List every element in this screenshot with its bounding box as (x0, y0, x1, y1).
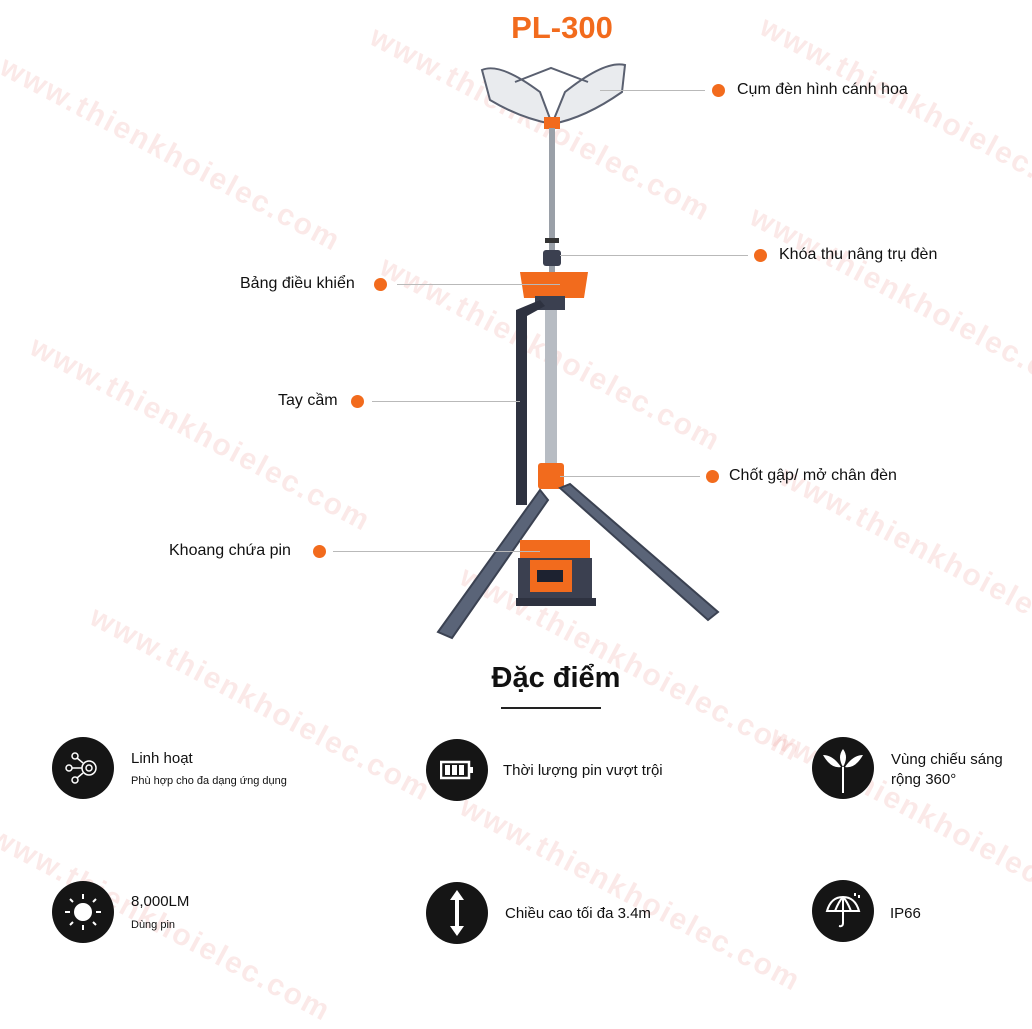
callout-dot (706, 470, 719, 483)
umbrella-rain-icon (812, 880, 874, 942)
feature-title: Linh hoạt (131, 750, 193, 767)
callout-petal-lamp: Cụm đèn hình cánh hoa (737, 81, 908, 98)
network-icon (52, 737, 114, 799)
feature-title: Thời lượng pin vượt trội (503, 762, 663, 779)
height-arrow-icon (426, 882, 488, 944)
callout-battery-bay: Khoang chứa pin (169, 542, 291, 559)
flower-lamp-icon (812, 737, 874, 799)
sun-icon (52, 881, 114, 943)
callout-dot (374, 278, 387, 291)
callout-control-panel: Bảng điều khiển (240, 275, 355, 292)
callout-handle: Tay cầm (278, 392, 338, 409)
heading-underline (501, 707, 601, 709)
watermark: www.thienkhoielec.com (454, 790, 807, 998)
feature-subtitle: Dùng pin (131, 919, 176, 931)
feature-title: 8,000LM (131, 893, 190, 910)
battery-icon (426, 739, 488, 801)
product-image (436, 63, 720, 640)
feature-title: Chiều cao tối đa 3.4m (505, 905, 651, 922)
features-heading: Đặc điểm (491, 662, 621, 694)
feature-title: Vùng chiếu sáng rộng 360° (891, 751, 1003, 788)
callout-dot (712, 84, 725, 97)
callout-leg-latch: Chốt gập/ mở chân đèn (729, 467, 897, 484)
feature-title: IP66 (890, 905, 921, 922)
callout-dot (351, 395, 364, 408)
callout-pole-lock: Khóa thu nâng trụ đèn (779, 246, 938, 263)
callout-dot (754, 249, 767, 262)
product-title: PL-300 (511, 10, 613, 45)
feature-subtitle: Phù hợp cho đa dạng ứng dụng (131, 775, 287, 787)
callout-dot (313, 545, 326, 558)
